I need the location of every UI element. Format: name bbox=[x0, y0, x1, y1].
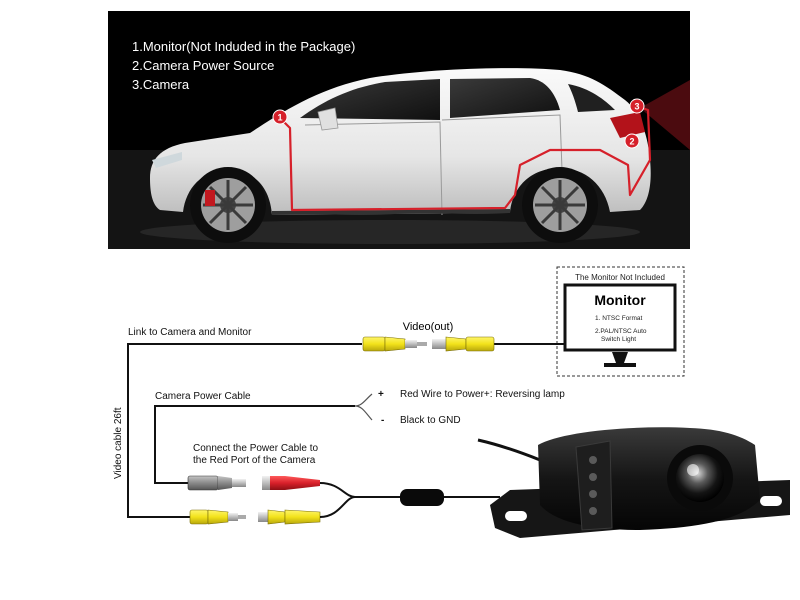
svg-text:3: 3 bbox=[634, 102, 639, 112]
monitor-title: Monitor bbox=[594, 292, 646, 308]
cable-route bbox=[279, 104, 652, 212]
power-connector-pair bbox=[187, 475, 320, 491]
inline-module bbox=[400, 489, 444, 506]
legend-item-monitor: 1.Monitor(Not Induded in the Package) bbox=[132, 39, 355, 54]
marker-3: 3 bbox=[629, 98, 645, 114]
car-illustration bbox=[150, 68, 651, 243]
camera-illustration bbox=[477, 427, 790, 538]
legend-item-power: 2.Camera Power Source bbox=[132, 58, 274, 73]
marker-2: 2 bbox=[624, 133, 640, 149]
monitor-note-3: Switch Light bbox=[601, 336, 636, 343]
camera-lead bbox=[319, 482, 400, 518]
photo-legend: 1.Monitor(Not Induded in the Package) 2.… bbox=[132, 39, 355, 92]
power-cable bbox=[154, 405, 355, 484]
minus-sign: - bbox=[381, 415, 384, 426]
video-cable-length-label: Video cable 26ft bbox=[113, 407, 124, 479]
monitor-note-1: 1. NTSC Format bbox=[595, 315, 643, 322]
red-wire-label: Red Wire to Power+: Reversing lamp bbox=[400, 389, 565, 400]
monitor-note-2: 2.PAL/NTSC Auto bbox=[595, 328, 647, 335]
video-cable bbox=[127, 343, 362, 518]
legend-item-camera: 3.Camera bbox=[132, 77, 190, 92]
video-out-connector-pair: Video(out) bbox=[362, 321, 495, 352]
connect-instruction-line-2: the Red Port of the Camera bbox=[193, 455, 316, 466]
wiring-diagram: The Monitor Not Included Monitor 1. NTSC… bbox=[113, 266, 790, 538]
connect-instruction-line-1: Connect the Power Cable to bbox=[193, 443, 319, 454]
monitor-screen bbox=[563, 283, 677, 352]
svg-text:2: 2 bbox=[629, 137, 634, 147]
svg-text:1: 1 bbox=[277, 113, 282, 123]
power-cable-label: Camera Power Cable bbox=[155, 391, 251, 402]
marker-1: 1 bbox=[272, 109, 288, 125]
black-wire-label: Black to GND bbox=[400, 415, 461, 426]
monitor-box: The Monitor Not Included Monitor 1. NTSC… bbox=[556, 266, 685, 377]
video-out-label: Video(out) bbox=[403, 321, 454, 333]
camera-video-connector-pair bbox=[189, 509, 321, 525]
plus-sign: + bbox=[378, 389, 384, 400]
car-photo: 1 2 3 1.Monitor(Not Induded in the Packa… bbox=[108, 11, 690, 249]
link-label: Link to Camera and Monitor bbox=[128, 327, 252, 338]
monitor-box-title: The Monitor Not Included bbox=[575, 273, 665, 282]
